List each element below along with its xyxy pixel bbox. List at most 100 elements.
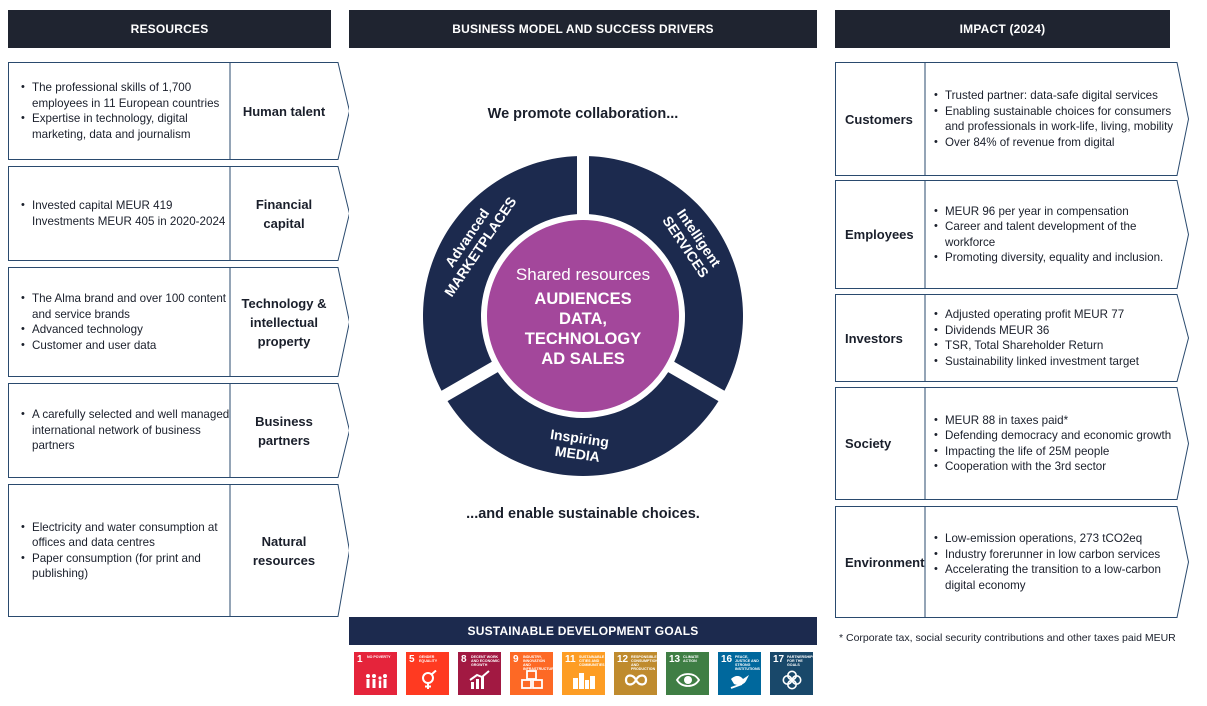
sdg-number: 8	[461, 654, 467, 665]
business-model-panel: We promote collaboration... Advanced MAR…	[349, 48, 817, 614]
bullet-item: Dividends MEUR 36	[934, 323, 1183, 339]
sdg-number: 5	[409, 654, 415, 665]
impact-bullets: Adjusted operating profit MEUR 77 Divide…	[931, 307, 1183, 369]
core-item: AUDIENCES	[534, 290, 631, 308]
impact-label: Environment	[845, 554, 925, 570]
core-item: DATA,	[559, 310, 607, 328]
sdg-title: Sustainable cities and communities	[579, 655, 605, 667]
sdg-number: 13	[669, 654, 681, 665]
sdg-goal-11: 11Sustainable cities and communities	[562, 652, 605, 695]
bullet-item: A carefully selected and well managed in…	[21, 407, 232, 454]
sdg-title: Industry, innovation and infrastructure	[523, 655, 553, 671]
resource-label: Human talent	[242, 103, 326, 119]
impact-bullets: Trusted partner: data-safe digital servi…	[931, 88, 1183, 150]
bullet-item: Career and talent development of the wor…	[934, 219, 1183, 250]
resource-card: Electricity and water consumption at off…	[8, 484, 351, 617]
core-item: TECHNOLOGY	[525, 330, 641, 348]
core-item: AD SALES	[541, 350, 624, 368]
bullet-item: Paper consumption (for print and publish…	[21, 551, 232, 582]
resource-bullets: The Alma brand and over 100 content and …	[18, 291, 232, 353]
resource-bullets: Invested capital MEUR 419 Investments ME…	[18, 198, 232, 229]
bullet-item: MEUR 88 in taxes paid*	[934, 413, 1183, 429]
bullet-item: Sustainability linked investment target	[934, 354, 1183, 370]
footnote: * Corporate tax, social security contrib…	[839, 632, 1176, 644]
resource-bullets: A carefully selected and well managed in…	[18, 407, 232, 454]
sdg-number: 12	[617, 654, 629, 665]
resource-card: A carefully selected and well managed in…	[8, 383, 351, 478]
business-model-header: BUSINESS MODEL AND SUCCESS DRIVERS	[349, 10, 817, 48]
sdg-goal-9: 9Industry, innovation and infrastructure	[510, 652, 553, 695]
sdg-goal-5: 5 Gender equality	[406, 652, 449, 695]
bullet-item: Defending democracy and economic growth	[934, 428, 1183, 444]
impact-label: Society	[845, 436, 892, 451]
impact-label: Employees	[845, 227, 914, 242]
dove-icon	[730, 675, 749, 689]
media-label-line2: MEDIA	[554, 443, 601, 465]
sdg-number: 1	[357, 654, 363, 665]
resource-label: Financial capital	[255, 196, 313, 231]
collaboration-text: We promote collaboration...	[487, 106, 679, 122]
resource-label: Technology & intellectual property	[241, 295, 327, 349]
sdg-title: No poverty	[367, 655, 391, 659]
sdg-header: SUSTAINABLE DEVELOPMENT GOALS	[349, 617, 817, 645]
impact-label: Customers	[845, 111, 913, 127]
sdg-number: 11	[565, 654, 576, 665]
impact-card: Investors Adjusted operating profit MEUR…	[835, 294, 1190, 382]
city-icon	[573, 673, 595, 689]
bullet-item: Customer and user data	[21, 338, 232, 354]
resource-card: Invested capital MEUR 419 Investments ME…	[8, 166, 351, 261]
impact-bullets: MEUR 96 per year in compensation Career …	[931, 204, 1183, 266]
resource-bullets: Electricity and water consumption at off…	[18, 520, 232, 582]
impact-header: IMPACT (2024)	[835, 10, 1170, 48]
bullet-item: Accelerating the transition to a low-car…	[934, 562, 1183, 593]
bullet-item: MEUR 96 per year in compensation	[934, 204, 1183, 220]
sdg-title: Gender equality	[419, 655, 438, 663]
bullet-item: Adjusted operating profit MEUR 77	[934, 307, 1183, 323]
impact-card: Customers Trusted partner: data-safe dig…	[835, 62, 1190, 176]
resource-label: Natural resources	[252, 533, 316, 568]
sdg-title: Responsible consumption and production	[631, 655, 657, 671]
bullet-item: Promoting diversity, equality and inclus…	[934, 250, 1183, 266]
sdg-title: Decent work and economic growth	[471, 655, 500, 667]
bullet-item: Cooperation with the 3rd sector	[934, 459, 1183, 475]
impact-bullets: Low-emission operations, 273 tCO2eq Indu…	[931, 531, 1183, 593]
bullet-item: TSR, Total Shareholder Return	[934, 338, 1183, 354]
sdg-title: Climate action	[683, 655, 699, 663]
sdg-goal-13: 13Climate action	[666, 652, 709, 695]
shared-resources-core	[487, 220, 679, 412]
eye-globe-icon	[676, 673, 700, 687]
sdg-goal-17: 17Partnerships for the goals	[770, 652, 813, 695]
bullet-item: Invested capital MEUR 419 Investments ME…	[21, 198, 232, 229]
services-segment	[588, 156, 743, 391]
sdg-title: Partnerships for the goals	[787, 655, 813, 667]
sdg-goal-1: 1 No poverty	[354, 652, 397, 695]
growth-chart-icon	[469, 670, 490, 689]
resource-label: Business partners	[255, 413, 313, 448]
bullet-item: Impacting the life of 25M people	[934, 444, 1183, 460]
sdg-number: 16	[721, 654, 733, 665]
bullet-item: Expertise in technology, digital marketi…	[21, 111, 232, 142]
core-title: Shared resources	[516, 265, 650, 284]
bullet-item: Industry forerunner in low carbon servic…	[934, 547, 1183, 563]
cubes-icon	[521, 670, 543, 689]
impact-card: Employees MEUR 96 per year in compensati…	[835, 180, 1190, 289]
marketplaces-segment	[423, 156, 578, 391]
bullet-item: Enabling sustainable choices for consume…	[934, 104, 1183, 135]
resources-header: RESOURCES	[8, 10, 331, 48]
impact-card: Society MEUR 88 in taxes paid* Defending…	[835, 387, 1190, 500]
impact-label: Investors	[845, 330, 903, 346]
sdg-title: Peace, justice and strong institutions	[735, 655, 760, 671]
sustainable-choices-text: ...and enable sustainable choices.	[466, 506, 700, 522]
bullet-item: Low-emission operations, 273 tCO2eq	[934, 531, 1183, 547]
sdg-goal-16: 16Peace, justice and strong institutions	[718, 652, 761, 695]
media-segment	[447, 372, 719, 476]
business-model-wheel: Advanced MARKETPLACES Intelligent SERVIC…	[423, 156, 743, 476]
people-icon	[366, 674, 387, 688]
bullet-item: Electricity and water consumption at off…	[21, 520, 232, 551]
bullet-item: The professional skills of 1,700 employe…	[21, 80, 232, 111]
sdg-goal-8: 8 Decent work and economic growth	[458, 652, 501, 695]
resource-card: The Alma brand and over 100 content and …	[8, 267, 351, 377]
rings-icon	[782, 670, 802, 690]
bullet-item: Advanced technology	[21, 322, 232, 338]
impact-bullets: MEUR 88 in taxes paid* Defending democra…	[931, 413, 1183, 475]
